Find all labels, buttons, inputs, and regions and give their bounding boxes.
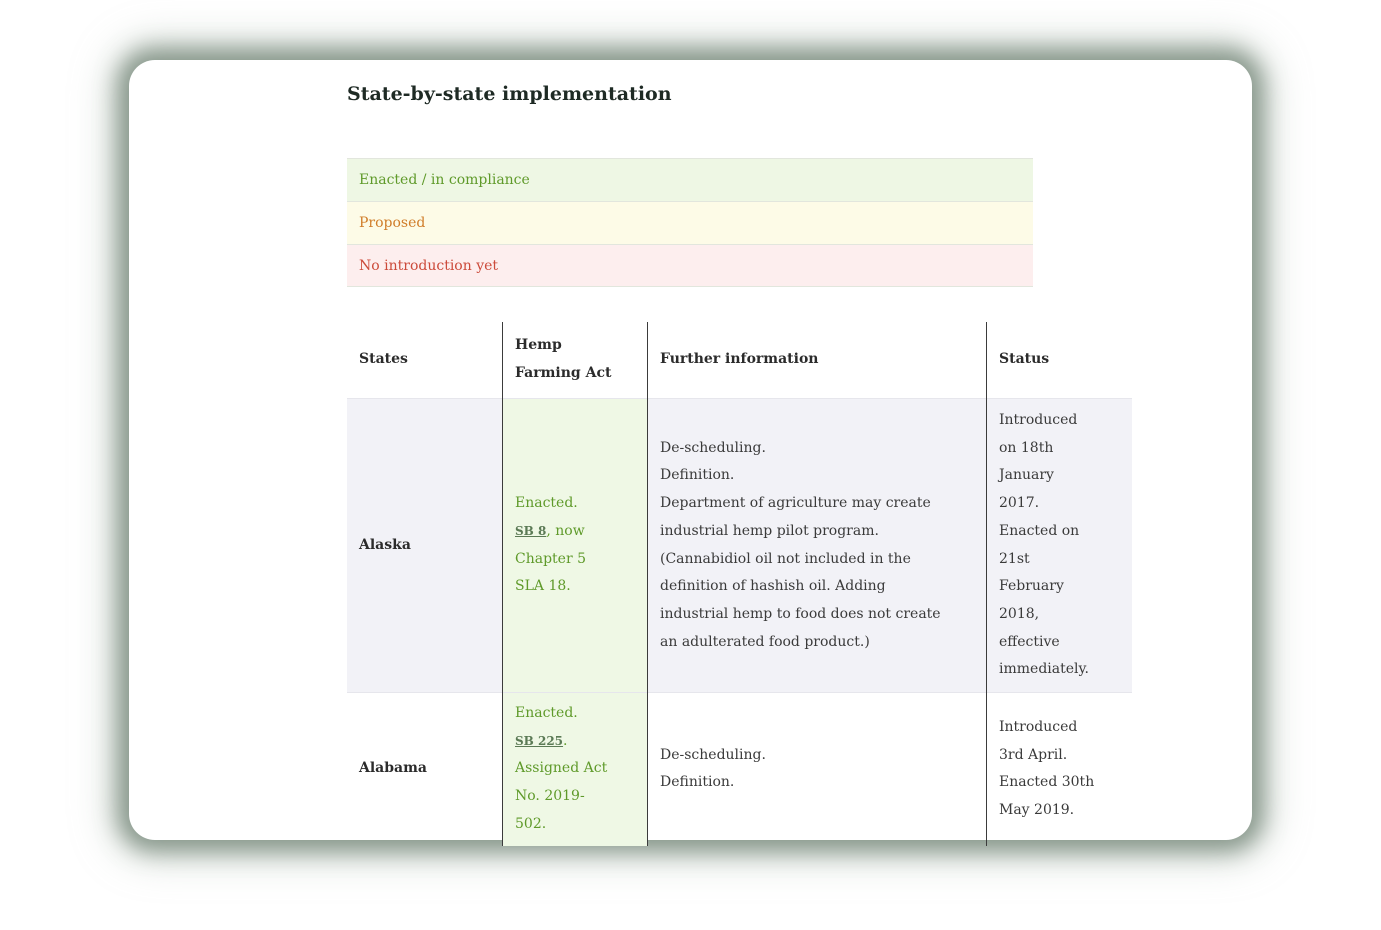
bill-link[interactable]: SB 8	[515, 523, 547, 538]
table-header-row: States Hemp Farming Act Further informat…	[347, 322, 1132, 399]
act-cell: Enacted. SB 225. Assigned Act No. 2019- …	[502, 691, 648, 846]
info-line: industrial hemp pilot program.	[660, 522, 879, 539]
status-line: January	[999, 467, 1054, 484]
header-status: Status	[986, 322, 1132, 399]
status-line: February	[999, 578, 1064, 595]
act-cell: Enacted. SB 8, now Chapter 5 SLA 18.	[502, 398, 648, 693]
page-title: State-by-state implementation	[347, 83, 672, 105]
status-legend: Enacted / in compliance Proposed No intr…	[347, 158, 1033, 287]
status-line: Introduced	[999, 411, 1078, 428]
state-name: Alabama	[347, 691, 503, 846]
page-card: State-by-state implementation Enacted / …	[129, 60, 1252, 846]
info-line: Department of agriculture may create	[660, 495, 931, 512]
info-line: De-scheduling.	[660, 746, 766, 763]
status-line: immediately.	[999, 661, 1089, 678]
act-detail: SLA 18.	[515, 578, 571, 595]
legend-enacted: Enacted / in compliance	[347, 158, 1033, 201]
status-line: 21st	[999, 550, 1030, 567]
act-bill-suffix: , now	[546, 522, 585, 539]
states-table: States Hemp Farming Act Further informat…	[347, 322, 1132, 846]
info-line: an adulterated food product.)	[660, 633, 870, 650]
act-bill-line: SB 8, now	[515, 518, 635, 546]
status-line: May 2019.	[999, 801, 1075, 818]
act-detail: Assigned Act	[515, 760, 608, 777]
status-line: 3rd April.	[999, 746, 1068, 763]
act-bill-line: SB 225.	[515, 728, 635, 756]
info-line: definition of hashish oil. Adding	[660, 578, 886, 595]
status-cell: Introduced 3rd April. Enacted 30th May 2…	[986, 691, 1132, 846]
act-bill-suffix: .	[563, 732, 568, 749]
status-line: 2017.	[999, 495, 1040, 512]
status-line: 2018,	[999, 605, 1040, 622]
info-line: De-scheduling.	[660, 439, 766, 456]
table-row: Alabama Enacted. SB 225. Assigned Act No…	[347, 691, 1132, 846]
status-line: Introduced	[999, 718, 1078, 735]
header-states: States	[347, 322, 503, 399]
status-cell: Introduced on 18th January 2017. Enacted…	[986, 398, 1132, 693]
legend-no-introduction: No introduction yet	[347, 244, 1033, 287]
act-status: Enacted.	[515, 705, 578, 721]
act-status: Enacted.	[515, 495, 578, 512]
states-table-container[interactable]: States Hemp Farming Act Further informat…	[347, 322, 1132, 846]
info-line: Definition.	[660, 467, 735, 484]
status-line: effective	[999, 633, 1060, 650]
act-detail: No. 2019-	[515, 788, 585, 805]
header-further-information: Further information	[647, 322, 987, 399]
status-line: on 18th	[999, 439, 1054, 456]
header-hemp-farming-act: Hemp Farming Act	[502, 322, 648, 399]
table-row: Alaska Enacted. SB 8, now Chapter 5 SLA …	[347, 398, 1132, 693]
info-cell: De-scheduling. Definition.	[647, 691, 987, 846]
header-act-line2: Farming Act	[515, 365, 612, 381]
state-name: Alaska	[347, 398, 503, 693]
header-act-line1: Hemp	[515, 337, 562, 354]
status-line: Enacted 30th	[999, 774, 1095, 791]
act-detail: 502.	[515, 815, 547, 832]
info-line: (Cannabidiol oil not included in the	[660, 550, 911, 567]
act-detail: Chapter 5	[515, 550, 586, 567]
info-line: industrial hemp to food does not create	[660, 605, 941, 622]
bill-link[interactable]: SB 225	[515, 733, 564, 748]
info-line: Definition.	[660, 774, 735, 791]
status-line: Enacted on	[999, 522, 1080, 539]
legend-proposed: Proposed	[347, 201, 1033, 244]
info-cell: De-scheduling. Definition. Department of…	[647, 398, 987, 693]
